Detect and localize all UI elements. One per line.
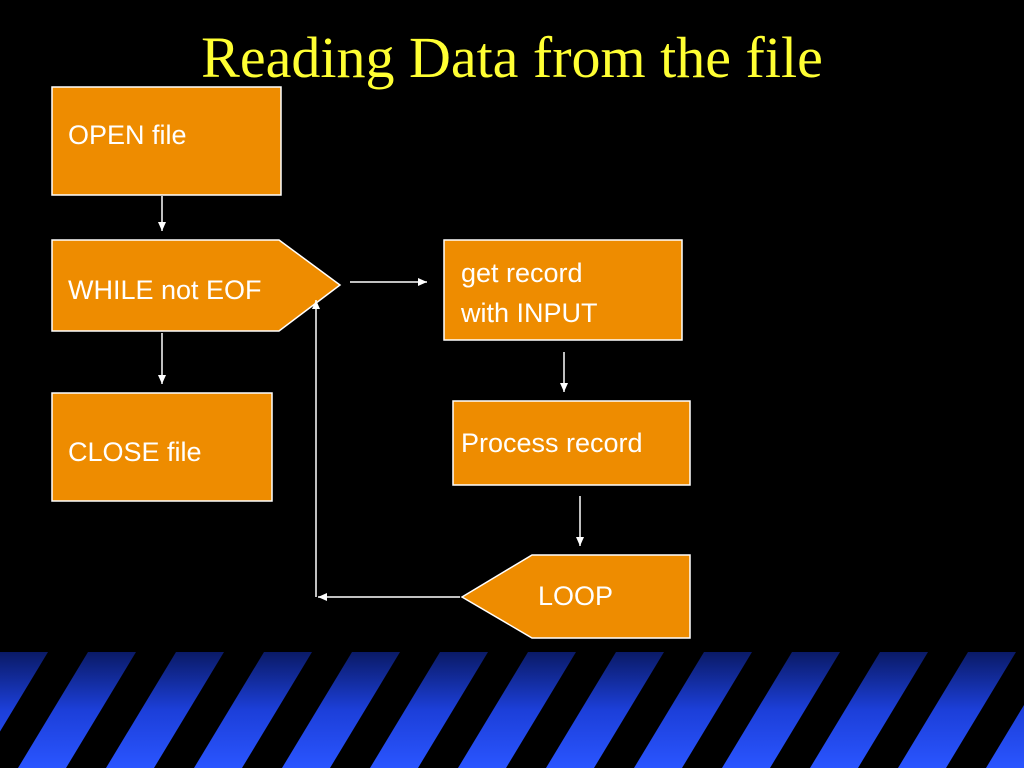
banner-stripe (18, 652, 136, 768)
get-record-box (443, 239, 683, 341)
banner-stripe (282, 652, 400, 768)
while-not-eof-label: WHILE not EOF (68, 275, 262, 305)
get-record-label-line1: get record (461, 258, 583, 288)
while-not-eof-box (51, 239, 342, 332)
banner-stripe (722, 652, 840, 768)
loop-label: LOOP (538, 581, 614, 611)
banner-stripe (634, 652, 752, 768)
banner-stripe (546, 652, 664, 768)
close-file-label: CLOSE file (68, 437, 202, 467)
slide-title: Reading Data from the file (201, 25, 823, 90)
banner-stripe (194, 652, 312, 768)
banner-stripe (810, 652, 928, 768)
banner-stripe (370, 652, 488, 768)
process-record-box (452, 400, 691, 486)
process-record-label: Process record (461, 428, 643, 458)
loop-box (460, 554, 691, 639)
banner-stripe (898, 652, 1016, 768)
banner-stripe (458, 652, 576, 768)
banner-stripe (106, 652, 224, 768)
open-file-box (51, 86, 282, 196)
striped-banner (0, 652, 1024, 768)
get-record-label-line2: with INPUT (461, 298, 598, 328)
banner-stripes (0, 652, 1024, 768)
open-file-label: OPEN file (68, 120, 187, 150)
close-file-box (51, 392, 273, 502)
